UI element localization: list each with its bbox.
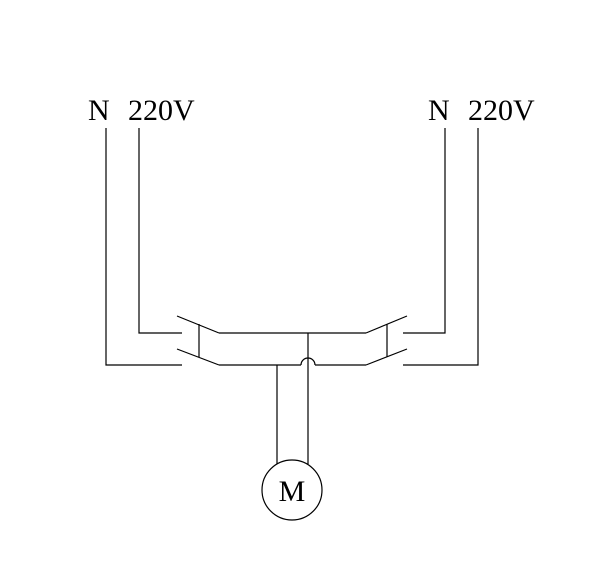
left-neutral-label: N <box>88 94 110 127</box>
right-neutral-label: N <box>428 94 450 127</box>
motor-wires <box>276 333 309 464</box>
left-switch <box>176 315 220 366</box>
motor-circle <box>261 459 323 521</box>
left-supply-wires <box>105 128 182 366</box>
right-switch <box>365 315 408 366</box>
right-supply-wires <box>403 128 479 366</box>
motor: M <box>261 459 323 521</box>
left-voltage-label: 220V <box>128 94 195 127</box>
traveler-wires <box>219 332 366 366</box>
right-voltage-label: 220V <box>468 94 535 127</box>
motor-label: M <box>279 475 306 508</box>
